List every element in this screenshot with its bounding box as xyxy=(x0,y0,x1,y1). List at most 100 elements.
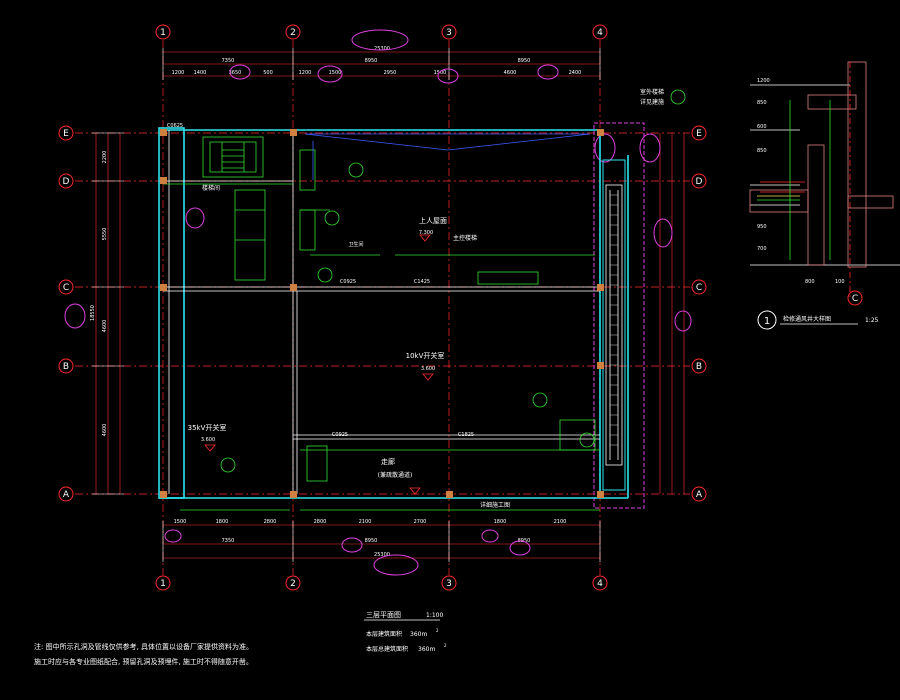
room-roof: 上人屋面 xyxy=(419,216,447,225)
dim-bottom-bay-3: 8950 xyxy=(518,538,531,544)
axis-label-left-e: E xyxy=(63,129,69,139)
axis-label-bottom-4: 4 xyxy=(597,579,603,589)
dim-top-minor-2: 1400 xyxy=(194,70,207,76)
dim-bottom-minor-4: 2800 xyxy=(314,519,327,525)
dim-left-total: 18550 xyxy=(90,305,96,321)
detail-number-circle xyxy=(757,310,777,330)
elevation-marks xyxy=(204,234,434,495)
dim-top-minor-9: 4600 xyxy=(504,70,517,76)
axis-label-top-4: 4 xyxy=(597,28,603,38)
window-tag-2: C0925 xyxy=(340,279,356,285)
detail-number: 1 xyxy=(764,316,770,327)
dim-bottom-minor-7: 1800 xyxy=(494,519,507,525)
detail-section xyxy=(749,61,900,300)
area-1-value: 360m xyxy=(410,631,427,638)
detail-title: 检修通风井大样图 xyxy=(783,315,831,323)
axis-label-top-2: 2 xyxy=(290,28,296,38)
dim-bottom-minor-3: 2800 xyxy=(264,519,277,525)
dim-bottom-minor-6: 2700 xyxy=(414,519,427,525)
room-10kv: 10kV开关室 xyxy=(406,351,445,360)
window-tag-5: C1825 xyxy=(458,432,474,438)
dim-bottom-minor-5: 2100 xyxy=(359,519,372,525)
area-2-label: 本层总建筑面积 xyxy=(366,645,408,653)
dim-top-minor-8: 1500 xyxy=(434,70,447,76)
dim-bottom-bay-2: 8950 xyxy=(365,538,378,544)
exterior-walls xyxy=(158,127,629,499)
area-2-value: 360m xyxy=(418,646,435,653)
dim-top-minor-10: 2400 xyxy=(569,70,582,76)
axis-label-bottom-3: 3 xyxy=(446,579,452,589)
room-10kv-elev: 3.600 xyxy=(421,366,435,372)
dim-top-minor-6: 1500 xyxy=(329,70,342,76)
roof-drainage xyxy=(304,133,591,180)
dim-top-total: 25300 xyxy=(374,46,390,52)
axis-label-bottom-1: 1 xyxy=(160,579,166,589)
dim-bottom-minor-2: 1800 xyxy=(216,519,229,525)
room-stair: 楼梯间 xyxy=(202,184,220,192)
stairwell xyxy=(163,136,600,511)
axis-label-right-d: D xyxy=(696,177,703,187)
dim-bottom-total: 25300 xyxy=(374,552,390,558)
axis-label-left-a: A xyxy=(63,490,70,500)
plan-title: 三层平面图 xyxy=(366,611,401,619)
window-tag-4: C0925 xyxy=(332,432,348,438)
detail-dim-8: 100 xyxy=(835,279,845,285)
axis-label-top-3: 3 xyxy=(446,28,452,38)
detail-dim-4: 850 xyxy=(757,148,767,154)
axis-label-right-b: B xyxy=(696,362,702,372)
axis-label-left-d: D xyxy=(63,177,70,187)
detail-dim-1: 1200 xyxy=(757,78,770,84)
axis-label-right-a: A xyxy=(696,490,703,500)
dim-top-minor-7: 2950 xyxy=(384,70,397,76)
dim-top-minor-4: 500 xyxy=(263,70,273,76)
dim-bottom-bay-1: 7350 xyxy=(222,538,235,544)
revision-clouds xyxy=(64,29,692,576)
plan-scale: 1:100 xyxy=(426,612,443,619)
room-corridor: 走廊 xyxy=(381,457,395,466)
room-corridor-sub: (兼疏散通道) xyxy=(378,471,413,479)
callout-see-drawing: 详见建施 xyxy=(640,98,664,106)
dimension-lines xyxy=(95,51,685,559)
note-line-1: 注: 图中所示孔洞及管线仅供参考, 具体位置以设备厂家提供资料为准。 xyxy=(34,643,254,651)
axis-label-right-c: C xyxy=(696,283,702,293)
axis-label-right-e: E xyxy=(696,129,702,139)
axis-label-bottom-2: 2 xyxy=(290,579,296,589)
detail-dim-5: 950 xyxy=(757,224,767,230)
detail-dim-3: 600 xyxy=(757,124,767,130)
room-35kv: 35kV开关室 xyxy=(188,423,227,432)
room-roof-elev: 7.300 xyxy=(419,230,433,236)
room-35kv-elev: 3.600 xyxy=(201,437,215,443)
note-line-2: 施工时应与各专业图纸配合, 预留孔洞及预埋件, 施工时不得随意开凿。 xyxy=(34,658,253,666)
dim-top-minor-5: 1200 xyxy=(299,70,312,76)
section-markers xyxy=(220,89,686,473)
detail-axis-label: C xyxy=(852,294,858,304)
dim-top-bay-2: 8950 xyxy=(365,58,378,64)
dim-left-bay-2: 5550 xyxy=(102,228,108,241)
detail-dim-7: 800 xyxy=(805,279,815,285)
area-1-label: 本层建筑面积 xyxy=(366,630,402,638)
room-control-stair: 主控楼梯 xyxy=(453,234,477,242)
dim-top-bay-1: 7350 xyxy=(222,58,235,64)
axis-bubbles xyxy=(58,24,863,591)
dim-left-bay-4: 4600 xyxy=(102,424,108,437)
area-1-sup: 2 xyxy=(436,628,439,633)
stair-treads xyxy=(610,194,618,446)
callout-detail: 详细施工图 xyxy=(480,501,510,509)
dim-top-minor-1: 1200 xyxy=(172,70,185,76)
detail-dim-2: 850 xyxy=(757,100,767,106)
dim-top-bay-3: 8950 xyxy=(518,58,531,64)
dim-left-bay-3: 4600 xyxy=(102,320,108,333)
detail-scale: 1:25 xyxy=(865,317,879,324)
window-tag-1: C0625 xyxy=(167,123,183,129)
dim-left-bay-1: 2200 xyxy=(102,151,108,164)
detail-dim-6: 700 xyxy=(757,246,767,252)
columns xyxy=(160,129,604,498)
axis-label-top-1: 1 xyxy=(160,28,166,38)
axis-label-left-c: C xyxy=(63,283,69,293)
dim-top-minor-3: 3650 xyxy=(229,70,242,76)
interior-walls xyxy=(163,130,623,494)
callout-outdoor-stair: 室外楼梯 xyxy=(640,88,664,96)
room-toilet: 卫生间 xyxy=(348,241,363,248)
window-tag-3: C1425 xyxy=(414,279,430,285)
